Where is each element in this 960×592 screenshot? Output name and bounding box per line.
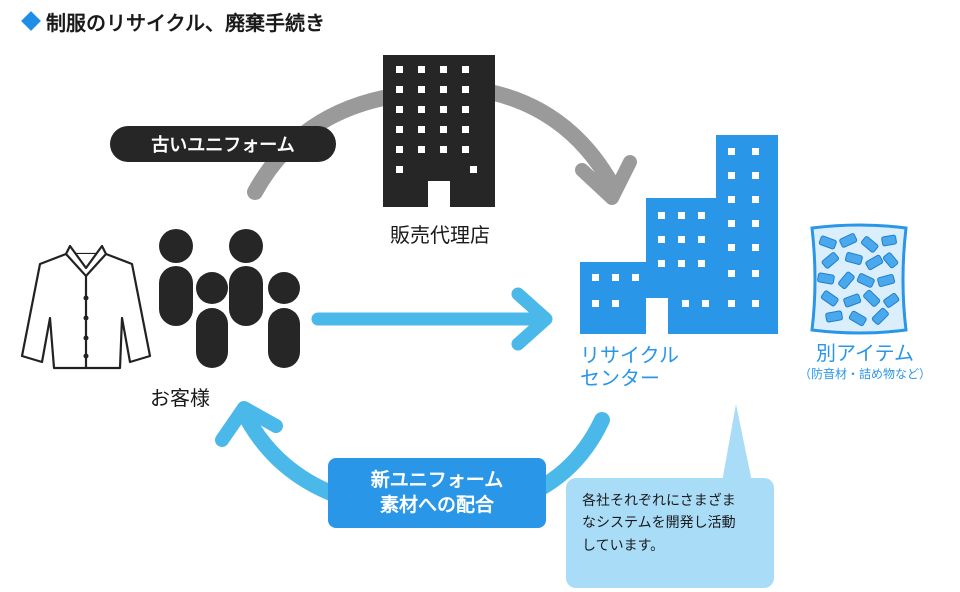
title-row: 制服のリサイクル、廃棄手続き <box>21 6 325 36</box>
old-uniform-label: 古いユニフォーム <box>110 126 336 162</box>
people-icon <box>159 229 300 368</box>
recycle-center-label-line2: センター <box>580 366 660 390</box>
new-uniform-box: 新ユニフォーム 素材への配合 <box>328 458 546 528</box>
agency-label: 販売代理店 <box>390 223 490 247</box>
to-recycle-arrow <box>311 287 553 351</box>
other-items-subtitle: （防音材・詰め物など） <box>798 367 931 381</box>
recycle-center-label: リサイクル センター <box>580 344 740 390</box>
callout-line1: 各社それぞれにさまざま <box>582 493 736 509</box>
page-title: 制服のリサイクル、廃棄手続き <box>46 10 325 35</box>
shirt-icon <box>20 244 152 370</box>
recycle-center-label-line1: リサイクル <box>580 343 679 367</box>
new-uniform-line1: 新ユニフォーム <box>370 469 504 492</box>
customers-label: お客様 <box>150 386 210 410</box>
other-items-label: 別アイテム （防音材・詰め物など） <box>780 342 950 382</box>
agency-building-icon <box>383 55 495 207</box>
recycled-material-bag-icon <box>810 223 908 335</box>
other-items-title: 別アイテム <box>816 341 914 365</box>
callout-tail <box>722 404 752 482</box>
callout-line2: なシステムを開発し活動 <box>582 515 736 532</box>
new-uniform-line2: 素材への配合 <box>379 494 494 516</box>
recycle-center-building-icon <box>580 135 778 334</box>
callout-bubble: 各社それぞれにさまざま なシステムを開発し活動 しています。 <box>566 478 774 588</box>
callout-line3: しています。 <box>582 537 665 554</box>
